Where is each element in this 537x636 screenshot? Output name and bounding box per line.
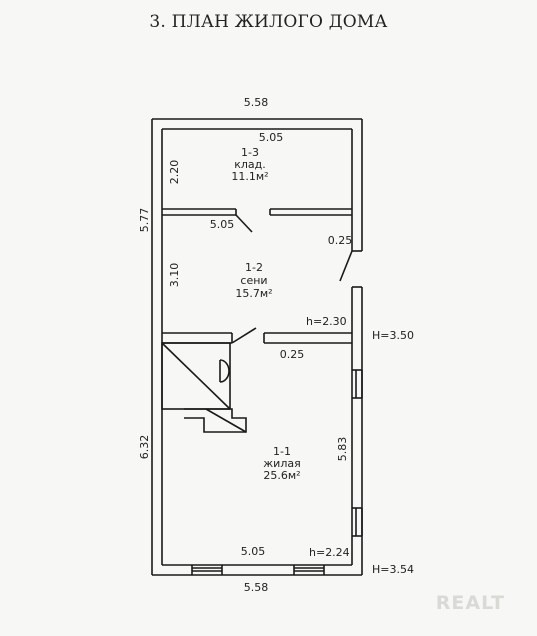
room-area: 15.7м² — [235, 287, 272, 300]
height-seni: h=2.30 — [306, 315, 347, 328]
dim-room12-width: 5.05 — [210, 218, 235, 231]
dim-door-offset-upper: 0.25 — [328, 234, 353, 247]
watermark-logo: REALT — [435, 592, 505, 614]
outer-walls — [151, 118, 363, 576]
right-window-upper — [352, 369, 363, 399]
plan-title: 3. ПЛАН ЖИЛОГО ДОМА — [149, 12, 388, 32]
entrance-door-swing — [339, 250, 353, 282]
dim-room11-depth: 5.83 — [336, 437, 349, 462]
right-window-lower — [352, 507, 363, 537]
dim-left-upper: 5.77 — [138, 208, 151, 233]
room-1-2-label: 1-2 сени 15.7м² — [235, 261, 272, 300]
room-number: 1-3 — [241, 146, 259, 159]
dim-room13-width: 5.05 — [259, 131, 284, 144]
room-number: 1-2 — [245, 261, 263, 274]
dim-bottom-width: 5.58 — [244, 581, 269, 594]
bottom-window-left — [191, 565, 223, 575]
dim-room11-width: 5.05 — [241, 545, 266, 558]
room-area: 11.1м² — [231, 170, 268, 183]
room-name: клад. — [234, 158, 266, 171]
room-1-3-label: 1-3 клад. 11.1м² — [231, 146, 268, 183]
height-house-upper: H=3.50 — [372, 329, 414, 342]
room-name: жилая — [263, 457, 300, 470]
height-house-lower: H=3.54 — [372, 563, 414, 576]
room-1-1-label: 1-1 жилая 25.6м² — [263, 445, 300, 482]
room-name: сени — [240, 274, 267, 287]
stove — [161, 342, 247, 433]
dim-door-offset-lower: 0.25 — [280, 348, 305, 361]
height-living: h=2.24 — [309, 546, 350, 559]
bottom-window-right — [293, 565, 325, 575]
partition-upper — [162, 208, 352, 233]
dim-left-lower: 6.32 — [138, 435, 151, 460]
dim-room12-depth: 3.10 — [168, 263, 181, 288]
dim-top-width: 5.58 — [244, 96, 269, 109]
room-area: 25.6м² — [263, 469, 300, 482]
partition-lower — [162, 327, 352, 344]
dim-room13-depth: 2.20 — [168, 160, 181, 185]
room-number: 1-1 — [273, 445, 291, 458]
